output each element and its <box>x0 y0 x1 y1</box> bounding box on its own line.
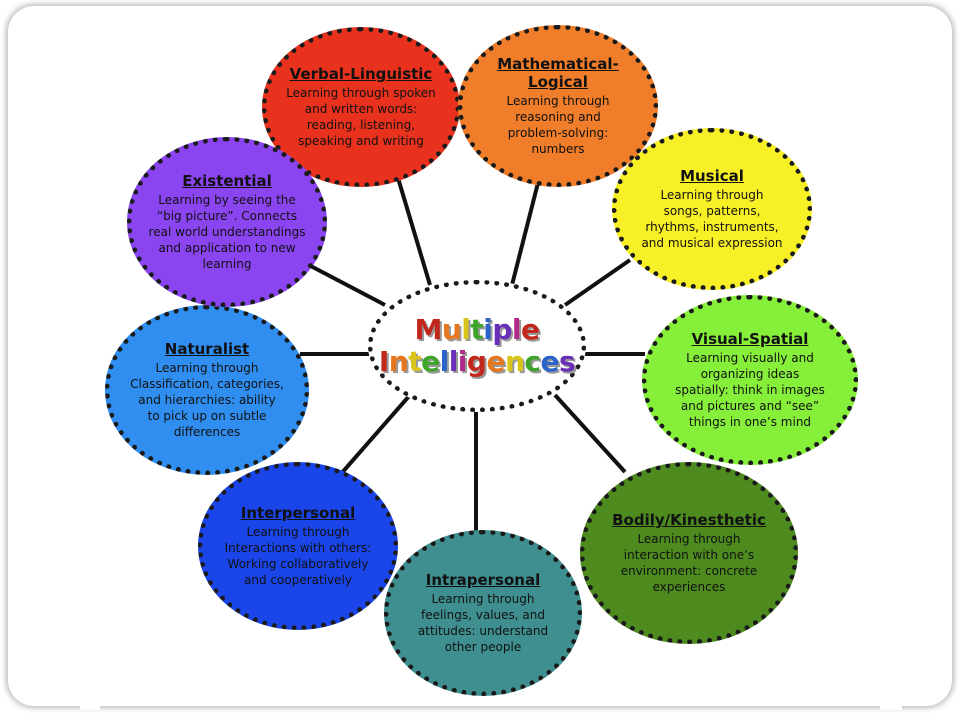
node-visual-spatial: Visual-Spatial Learning visually and org… <box>642 295 858 465</box>
spoke-verbal-linguistic <box>396 177 432 286</box>
center-title-line-1: Multiple <box>414 313 540 346</box>
node-title: Naturalist <box>164 340 250 358</box>
frame-gap-right <box>880 700 902 710</box>
node-description: Learning visually and organizing ideas s… <box>675 351 825 429</box>
node-description: Learning through reasoning and problem-s… <box>506 94 610 156</box>
node-title: Mathematical- Logical <box>497 55 619 91</box>
node-description: Learning by seeing the “big picture”. Co… <box>148 193 306 271</box>
node-description: Learning through Interactions with other… <box>224 525 372 587</box>
node-musical: Musical Learning through songs, patterns… <box>612 128 812 290</box>
spoke-interpersonal <box>338 393 412 477</box>
node-description: Learning through feelings, values, and a… <box>417 592 549 654</box>
node-description: Learning through interaction with one’s … <box>620 532 758 594</box>
node-title: Verbal-Linguistic <box>289 65 433 83</box>
node-intrapersonal: Intrapersonal Learning through feelings,… <box>384 530 582 696</box>
node-naturalist: Naturalist Learning through Classificati… <box>105 305 309 475</box>
node-mathematical-logical: Mathematical- Logical Learning through r… <box>458 25 658 187</box>
spoke-mathematical-logical <box>510 174 542 286</box>
frame-gap-left <box>80 700 100 710</box>
center-node: Multiple Intelligences <box>368 280 586 412</box>
node-description: Learning through Classification, categor… <box>130 361 284 439</box>
node-description: Learning through spoken and written word… <box>286 86 436 148</box>
node-title: Bodily/Kinesthetic <box>612 511 766 529</box>
node-title: Visual-Spatial <box>691 330 809 348</box>
spoke-bodily-kinesthetic <box>553 393 627 474</box>
spoke-musical <box>563 258 632 307</box>
node-bodily-kinesthetic: Bodily/Kinesthetic Learning through inte… <box>580 462 798 644</box>
node-description: Learning through songs, patterns, rhythm… <box>641 188 783 250</box>
node-title: Musical <box>680 167 744 185</box>
node-title: Intrapersonal <box>425 571 541 589</box>
node-existential: Existential Learning by seeing the “big … <box>127 137 327 307</box>
node-interpersonal: Interpersonal Learning through Interacti… <box>198 462 398 630</box>
spoke-existential <box>304 261 386 307</box>
center-title-line-2: Intelligences <box>378 345 576 378</box>
node-title: Existential <box>182 172 272 190</box>
node-title: Interpersonal <box>240 504 356 522</box>
